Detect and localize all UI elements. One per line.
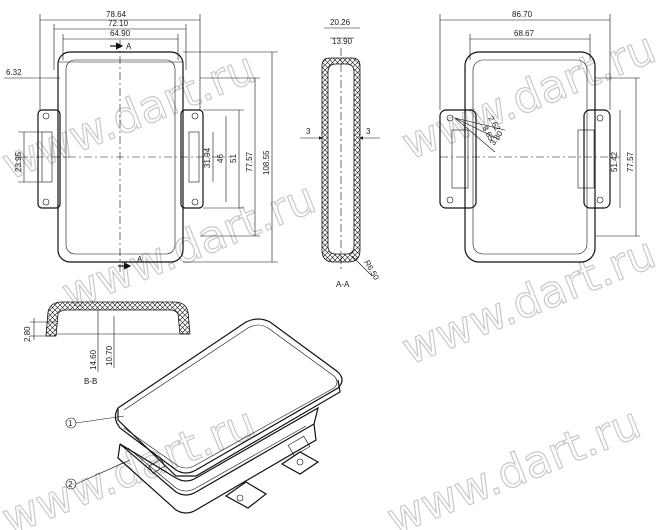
isometric-view: 1 2 xyxy=(65,318,343,514)
section-aa: 20.26 13.90 3 3 R6.50 A-A xyxy=(300,18,381,289)
watermark: www.dart.ru xyxy=(395,22,659,170)
side-view: 86.70 68.67 51.42 77.57 2.62 8.65 3.80 xyxy=(439,10,640,263)
dim-d1: 14.60 xyxy=(89,349,98,370)
watermarks: www.dart.ru www.dart.ru www.dart.ru www.… xyxy=(0,22,659,530)
mount-hole xyxy=(296,458,304,466)
lid-side xyxy=(117,379,341,477)
flange xyxy=(280,451,320,475)
callout-1: 1 xyxy=(68,419,73,428)
dim-overall-width: 78.64 xyxy=(106,10,127,19)
section-label: B-B xyxy=(84,377,97,386)
mount-hole xyxy=(596,196,604,204)
mount-hole xyxy=(446,114,454,122)
lid-inner-edge xyxy=(123,324,338,469)
watermark: www.dart.ru xyxy=(0,397,263,530)
latch xyxy=(577,129,595,189)
dim-wall-right: 3 xyxy=(366,127,371,136)
dim-overall-width: 86.70 xyxy=(512,10,533,19)
mount-hole xyxy=(42,112,50,120)
dim-width-2: 68.67 xyxy=(514,29,535,38)
mount-hole xyxy=(42,198,50,206)
left-flange xyxy=(37,109,61,209)
dim-top-2: 13.90 xyxy=(332,37,353,46)
dim-radius: R6.50 xyxy=(362,259,381,282)
leader xyxy=(351,255,373,277)
dim-left-offset: 6.32 xyxy=(6,68,22,77)
mount-hole xyxy=(191,198,199,206)
base-outer xyxy=(117,423,317,514)
right-flange xyxy=(180,109,204,209)
base-body xyxy=(119,406,319,496)
dim-left-height: 23.95 xyxy=(14,151,23,172)
latch xyxy=(451,129,469,189)
leader xyxy=(454,117,501,141)
dim-height-4: 46 xyxy=(216,154,225,163)
flange xyxy=(224,481,268,509)
section-label: A-A xyxy=(336,280,350,289)
base-gasket xyxy=(127,425,307,492)
front-view: A A 78.64 72.10 64.90 6.32 108.55 77.57 … xyxy=(4,10,278,272)
callout-leader xyxy=(75,415,125,424)
section-marker: A xyxy=(137,255,143,264)
watermark: www.dart.ru xyxy=(55,172,323,320)
section-marker: A xyxy=(126,42,132,51)
mount-hole xyxy=(236,494,244,502)
watermark: www.dart.ru xyxy=(380,397,648,530)
dim-height-overall: 108.55 xyxy=(262,150,271,175)
section-profile xyxy=(321,57,361,263)
watermark: www.dart.ru xyxy=(395,227,659,375)
mount-hole xyxy=(191,112,199,120)
right-flange xyxy=(583,109,611,209)
dim-height-5: 31.94 xyxy=(203,147,212,168)
dim-d3: 2.80 xyxy=(23,326,32,342)
dim-width-2: 72.10 xyxy=(108,19,129,28)
lid-top xyxy=(114,318,343,474)
dim-top-1: 20.26 xyxy=(330,18,351,27)
dim-height-2: 77.57 xyxy=(626,151,635,172)
callout-2: 2 xyxy=(68,480,73,489)
mount-hole xyxy=(446,196,454,204)
watermark: www.dart.ru xyxy=(0,42,263,190)
callout-leader xyxy=(75,459,131,485)
section-bb: 2.80 14.60 10.70 B-B xyxy=(23,301,191,386)
dim-height-2: 77.57 xyxy=(245,151,254,172)
section-profile xyxy=(45,301,191,337)
leader xyxy=(454,117,506,131)
dim-d2: 10.70 xyxy=(105,345,114,366)
leader xyxy=(454,117,496,153)
dim-wall-left: 3 xyxy=(306,127,311,136)
mount-hole xyxy=(596,114,604,122)
latch xyxy=(287,435,311,457)
dim-height-1: 51.42 xyxy=(610,151,619,172)
dim-height-3: 51 xyxy=(229,154,238,163)
left-flange xyxy=(439,109,477,209)
latch xyxy=(148,458,166,474)
dim-width-3: 64.90 xyxy=(110,29,131,38)
